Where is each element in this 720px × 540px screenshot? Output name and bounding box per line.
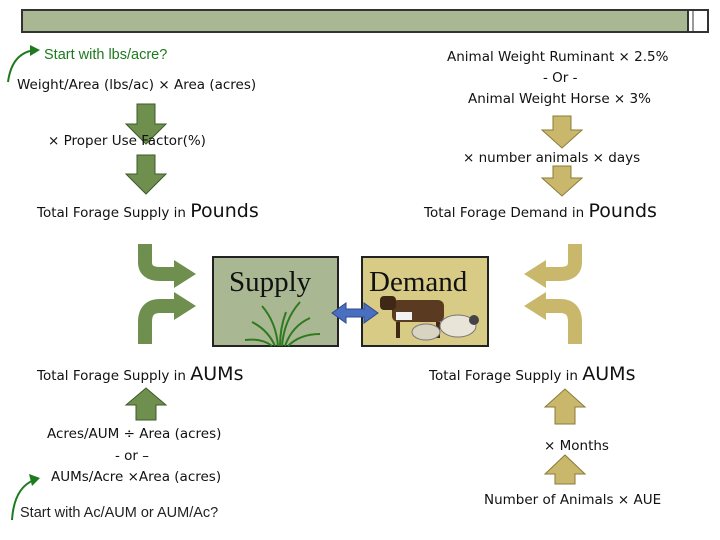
demand-total-aums-unit: AUMs bbox=[582, 363, 636, 385]
demand-merge-arrowhead-bottom bbox=[524, 292, 546, 320]
supply-down-arrow-2 bbox=[124, 154, 168, 195]
demand-weight-ruminant: Animal Weight Ruminant × 2.5% bbox=[447, 49, 669, 65]
supply-weight-area-formula: Weight/Area (lbs/ac) × Area (acres) bbox=[17, 77, 257, 93]
supply-acres-per-aum-formula: Acres/AUM ÷ Area (acres) bbox=[47, 426, 222, 442]
demand-animals-aue: Number of Animals × AUE bbox=[484, 492, 662, 508]
start-curve-arrow-bottom bbox=[11, 479, 35, 521]
start-curve-arrowhead-top bbox=[30, 45, 40, 56]
demand-up-arrow-1 bbox=[543, 388, 587, 425]
start-curve-arrowhead-bottom bbox=[29, 474, 40, 486]
supply-or-divider: - or – bbox=[115, 448, 150, 464]
demand-months: × Months bbox=[544, 438, 609, 454]
supply-start-note: Start with lbs/acre? bbox=[44, 47, 168, 63]
demand-up-arrow-2 bbox=[543, 454, 587, 485]
demand-total-pounds-unit: Pounds bbox=[588, 200, 657, 222]
grass-icon bbox=[244, 301, 321, 347]
supply-demand-double-arrow bbox=[331, 302, 379, 324]
supply-merge-arrowhead-bottom bbox=[174, 292, 196, 320]
supply-box-label: Supply bbox=[229, 266, 312, 298]
supply-down-arrow-1 bbox=[124, 103, 168, 145]
demand-down-arrow-1 bbox=[540, 115, 584, 149]
supply-aums-per-acre-formula: AUMs/Acre ×Area (acres) bbox=[51, 469, 222, 485]
supply-total-pounds: Total Forage Supply in Pounds bbox=[37, 200, 259, 222]
supply-total-aums-prefix: Total Forage Supply in bbox=[37, 368, 186, 384]
cattle-sheep-icon bbox=[380, 296, 479, 341]
demand-total-aums: Total Forage Supply in AUMs bbox=[429, 363, 635, 385]
demand-down-arrow-2 bbox=[540, 165, 584, 197]
demand-total-aums-prefix: Total Forage Supply in bbox=[429, 368, 578, 384]
supply-merge-arrows bbox=[138, 244, 176, 344]
supply-start-note-2: Start with Ac/AUM or AUM/Ac? bbox=[20, 505, 219, 521]
supply-proper-use-factor: × Proper Use Factor(%) bbox=[48, 133, 206, 149]
supply-total-pounds-prefix: Total Forage Supply in bbox=[37, 205, 186, 221]
supply-merge-arrowhead-top bbox=[174, 260, 196, 288]
supply-total-aums: Total Forage Supply in AUMs bbox=[37, 363, 243, 385]
demand-animals-days: × number animals × days bbox=[463, 150, 641, 166]
demand-merge-arrows bbox=[544, 244, 582, 344]
supply-total-pounds-unit: Pounds bbox=[190, 200, 259, 222]
demand-total-pounds: Total Forage Demand in Pounds bbox=[424, 200, 657, 222]
top-bar bbox=[21, 9, 709, 33]
demand-total-pounds-prefix: Total Forage Demand in bbox=[424, 205, 585, 221]
demand-or-divider: - Or - bbox=[543, 70, 578, 86]
demand-merge-arrowhead-top bbox=[524, 260, 546, 288]
supply-up-arrow bbox=[124, 387, 168, 421]
demand-box-label: Demand bbox=[369, 266, 468, 298]
supply-total-aums-unit: AUMs bbox=[190, 363, 244, 385]
demand-weight-horse: Animal Weight Horse × 3% bbox=[468, 91, 651, 107]
